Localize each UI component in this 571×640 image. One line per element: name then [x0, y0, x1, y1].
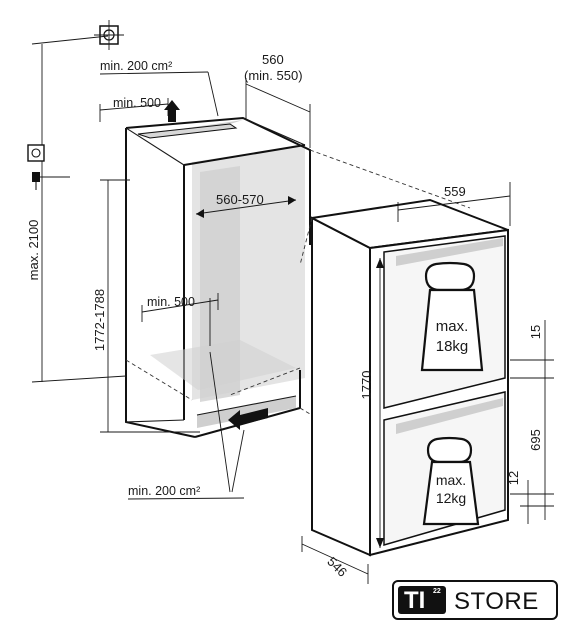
label-niche-depth: 560 [262, 52, 284, 67]
weight-icon-lower: max. 12kg [422, 436, 480, 526]
weight-upper-line1: max. [436, 318, 469, 335]
label-vent-bottom: min. 200 cm² [128, 484, 200, 498]
label-unit-height: 1770 [359, 371, 374, 400]
label-niche-height: 1772-1788 [92, 289, 107, 351]
logo-badge: TI 22 [398, 586, 446, 614]
label-dim-12: 12 [506, 471, 521, 485]
logo-word: STORE [454, 588, 539, 615]
label-max-height: max. 2100 [26, 220, 41, 281]
label-niche-width: 560-570 [216, 192, 264, 207]
weight-lower-line2: 12kg [436, 490, 466, 506]
label-width-top: min. 500 [113, 96, 161, 110]
logo-brand: TI [404, 587, 426, 614]
logo-superscript: 22 [433, 588, 441, 595]
store-logo: TI 22 STORE [392, 580, 558, 620]
label-unit-depth: 546 [324, 554, 350, 580]
weight-lower-line1: max. [436, 472, 466, 488]
weight-icon-upper: max. 18kg [420, 261, 484, 372]
label-niche-depth-min: (min. 550) [244, 68, 303, 83]
weight-upper-line2: 18kg [436, 338, 469, 355]
airflow-up-arrow [164, 100, 180, 122]
label-dim-695: 695 [528, 429, 543, 451]
label-dim-15: 15 [528, 325, 543, 339]
power-plug-icon [27, 144, 70, 190]
label-width-bottom: min. 500 [147, 295, 195, 309]
airflow-in-arrow [228, 408, 268, 430]
label-unit-width: 559 [444, 184, 466, 199]
label-vent-top: min. 200 cm² [100, 59, 172, 73]
fridge-unit [299, 198, 509, 557]
socket-icon [94, 20, 124, 50]
